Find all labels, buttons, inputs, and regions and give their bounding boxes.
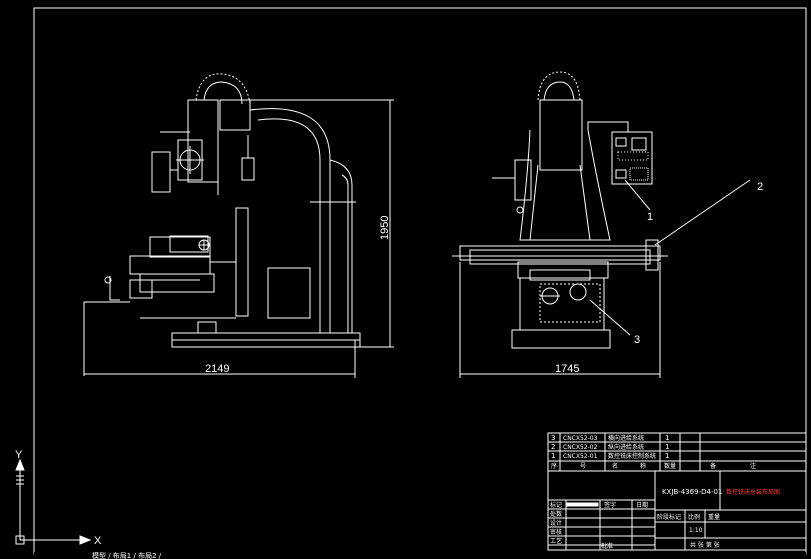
bom-row-code: CNCX52-03: [563, 435, 598, 442]
scale-label: 比例: [688, 513, 700, 521]
bom-header: 注: [750, 462, 756, 470]
callout-2: 2: [757, 181, 763, 193]
ucs-x-label: X: [94, 535, 102, 547]
bom-header: 序: [551, 462, 557, 470]
date-label: 日期: [636, 501, 648, 509]
dim-side-height: 1950: [379, 216, 391, 240]
bom-table: 3 CNCX52-03 横向进给系统 1 2 CNCX52-02 纵向进给系统 …: [547, 432, 807, 472]
title-row-label: 批准: [601, 542, 613, 550]
title-row-label: 工艺: [550, 537, 562, 545]
bom-row-qty: 1: [665, 443, 669, 451]
stage-label: 阶段标记: [657, 513, 681, 521]
weight-label: 重量: [708, 513, 720, 521]
bom-row-name: 数控铣床控制系统: [608, 452, 656, 460]
bom-header: 名: [612, 462, 618, 470]
title-row-label: 审核: [550, 528, 562, 536]
bom-row-no: 3: [551, 434, 555, 442]
bom-header: 号: [580, 463, 586, 470]
ucs-y-label: Y: [15, 449, 23, 461]
bom-row-qty: 1: [665, 452, 669, 460]
title-row-label: 标记: [550, 501, 562, 509]
bom-row-name: 纵向进给系统: [608, 443, 644, 451]
dim-front-width: 1745: [555, 363, 579, 375]
side-view: 2149 1950: [83, 73, 394, 378]
bom-header: 备: [710, 462, 716, 470]
front-view: 1745 1 2 3: [452, 71, 763, 378]
sheet-count: 共 张 第 张: [690, 541, 720, 549]
dim-side-width: 2149: [205, 363, 229, 375]
bom-row-no: 1: [551, 452, 555, 460]
drawing-border: [33, 7, 807, 555]
callout-1: 1: [647, 211, 653, 223]
ucs-icon: Y X: [15, 449, 102, 547]
drawing-number: KXJB-4369-D4-01: [662, 488, 722, 496]
sign-label: 签字: [604, 501, 616, 509]
bom-header: 称: [640, 462, 646, 470]
title-row-label: 设计: [550, 519, 562, 527]
bom-row-code: CNCX52-02: [563, 444, 598, 451]
title-block: KXJB-4369-D4-01 数控铣床总装布局图 阶段标记 比例 重量 1:1…: [547, 470, 807, 551]
bom-row-qty: 1: [665, 434, 669, 442]
drawing-title: 数控铣床总装布局图: [726, 488, 780, 496]
bom-row-code: CNCX52-01: [563, 453, 598, 460]
layout-tabs[interactable]: 模型 / 布局1 / 布局2 /: [92, 551, 162, 559]
bom-row-name: 横向进给系统: [608, 434, 644, 442]
scale-value: 1:10: [689, 527, 703, 534]
bom-header: 数量: [664, 462, 676, 470]
callout-3: 3: [634, 334, 640, 346]
bom-row-no: 2: [551, 443, 555, 451]
title-row-label: 处数: [550, 510, 562, 518]
